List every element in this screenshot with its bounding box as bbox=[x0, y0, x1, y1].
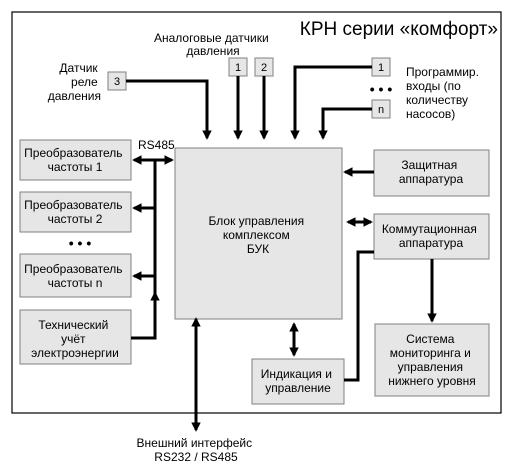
prog-n-arrow bbox=[318, 107, 372, 140]
converter-n-label: Преобразователь частоты n bbox=[24, 262, 126, 290]
converter-n-box bbox=[19, 253, 132, 298]
energy-meter-box bbox=[19, 309, 132, 365]
monitoring-box bbox=[374, 323, 490, 397]
main-control-block bbox=[174, 147, 343, 320]
prog-1-arrow bbox=[290, 65, 372, 140]
protection-label: Защитная аппаратура bbox=[399, 158, 464, 186]
switching-box bbox=[373, 213, 490, 260]
energy-meter-to-bus bbox=[131, 291, 160, 340]
prog-input-n-number: n bbox=[378, 104, 384, 116]
converter-dots: • • • bbox=[69, 235, 92, 251]
indication-control-label: Индикация и управление bbox=[261, 367, 336, 395]
outer-frame bbox=[11, 11, 502, 414]
external-interface-label: Внешний интерфейс RS232 / RS485 bbox=[137, 436, 256, 464]
switching-indication-link bbox=[344, 250, 374, 382]
diagram-title: КРН серии «комфорт» bbox=[300, 19, 498, 40]
energy-meter-label: Технический учёт электроэнергии bbox=[31, 318, 119, 360]
switching-label: Коммутационная аппаратура bbox=[382, 222, 480, 250]
indication-control-box bbox=[251, 358, 345, 405]
relay-sensor-label: Датчик реле давления bbox=[48, 61, 101, 103]
main-control-block-label: Блок управления комплексом БУК bbox=[209, 214, 308, 256]
prog-input-1-number: 1 bbox=[378, 62, 384, 74]
converter-1-box bbox=[19, 139, 132, 181]
analog-input-1-number: 1 bbox=[235, 62, 241, 74]
rs485-label: RS485 bbox=[138, 138, 175, 152]
converter-2-label: Преобразователь частоты 2 bbox=[24, 198, 126, 226]
relay-input-number: 3 bbox=[114, 76, 120, 88]
analog-input-2-number: 2 bbox=[261, 62, 267, 74]
monitoring-label: Система мониторинга и управления нижнего… bbox=[388, 332, 476, 388]
converter-1-label: Преобразователь частоты 1 bbox=[24, 146, 126, 174]
prog-input-dots: • • • bbox=[370, 81, 393, 97]
analog-sensors-label: Аналоговые датчики давления bbox=[154, 31, 272, 58]
relay-arrow bbox=[126, 79, 212, 140]
converter-2-box bbox=[19, 191, 132, 233]
prog-inputs-label: Программир. входы (по количеству насосов… bbox=[406, 65, 482, 121]
